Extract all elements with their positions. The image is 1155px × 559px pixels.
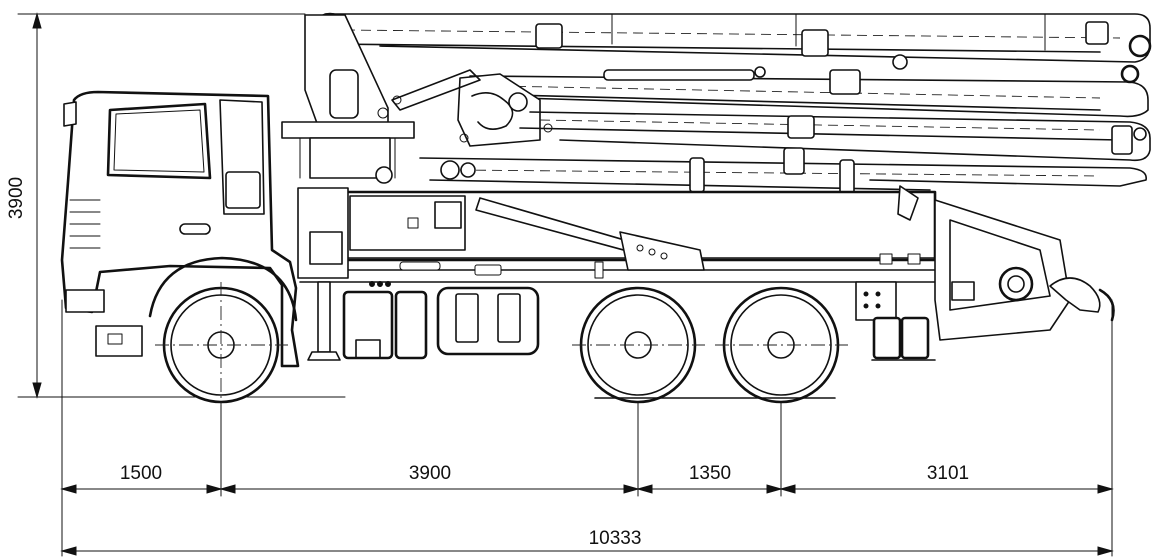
overall-height-label: 3900 (6, 177, 27, 219)
front-wheel (155, 282, 288, 405)
subframe (297, 187, 937, 283)
tandem-spacing-label: 1350 (689, 463, 731, 484)
rear-hopper (855, 185, 1115, 361)
boom (281, 12, 1152, 195)
overall-length-label: 10333 (589, 528, 642, 549)
wheelbase-label: 3900 (409, 463, 451, 484)
rear-wheel-2 (715, 286, 848, 404)
underbody (307, 281, 540, 361)
front-overhang-label: 1500 (120, 463, 162, 484)
cab (60, 90, 300, 368)
rear-wheel-1 (572, 286, 705, 404)
rear-overhang-label: 3101 (927, 463, 969, 484)
